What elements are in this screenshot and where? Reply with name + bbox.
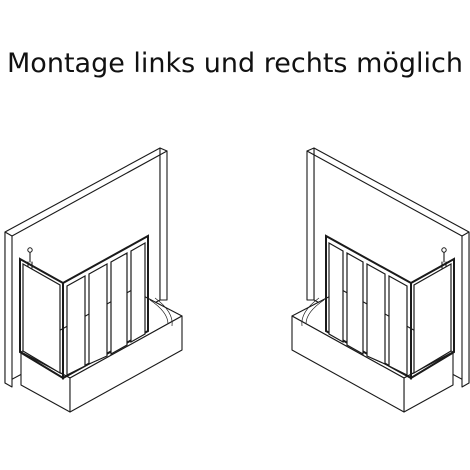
caption-title: Montage links und rechts möglich	[7, 48, 463, 79]
right-bath-screen	[325, 234, 455, 380]
left-mount-illustration	[4, 147, 183, 413]
left-bath-screen	[19, 234, 149, 380]
right-mount-illustration	[291, 147, 470, 413]
